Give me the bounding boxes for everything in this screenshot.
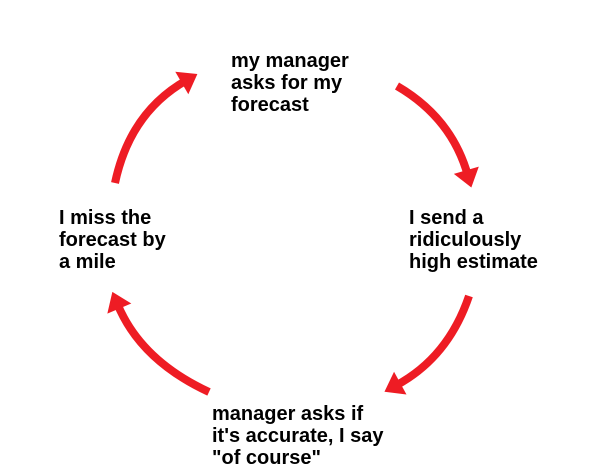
arrow-right-to-bottom bbox=[384, 294, 473, 395]
arrow-bottom-to-left bbox=[107, 291, 211, 396]
arrow-bottom-to-left-head bbox=[107, 291, 132, 314]
node-line: my manager bbox=[231, 50, 349, 72]
arrow-left-to-top bbox=[111, 71, 198, 184]
node-manager-asks-accuracy: manager asks if it's accurate, I say "of… bbox=[212, 403, 384, 469]
node-miss-forecast: I miss the forecast by a mile bbox=[59, 207, 166, 273]
arrow-left-to-top-head bbox=[175, 71, 198, 95]
node-line: I miss the bbox=[59, 207, 152, 229]
node-manager-asks-forecast: my manager asks for my forecast bbox=[231, 50, 349, 116]
node-line: forecast bbox=[231, 94, 309, 116]
node-send-high-estimate: I send a ridiculously high estimate bbox=[409, 207, 538, 273]
node-line: it's accurate, I say bbox=[212, 425, 384, 447]
node-line: ridiculously bbox=[409, 229, 522, 251]
arrow-right-to-bottom-head bbox=[384, 371, 407, 395]
node-line: I send a bbox=[409, 207, 484, 229]
node-line: forecast by bbox=[59, 229, 166, 251]
arrow-top-to-right bbox=[394, 82, 479, 188]
node-line: a mile bbox=[59, 251, 116, 273]
node-line: "of course" bbox=[212, 447, 321, 469]
node-line: manager asks if bbox=[212, 403, 364, 425]
node-line: asks for my bbox=[231, 72, 343, 94]
arrow-top-to-right-head bbox=[453, 166, 479, 188]
node-line: high estimate bbox=[409, 251, 538, 273]
